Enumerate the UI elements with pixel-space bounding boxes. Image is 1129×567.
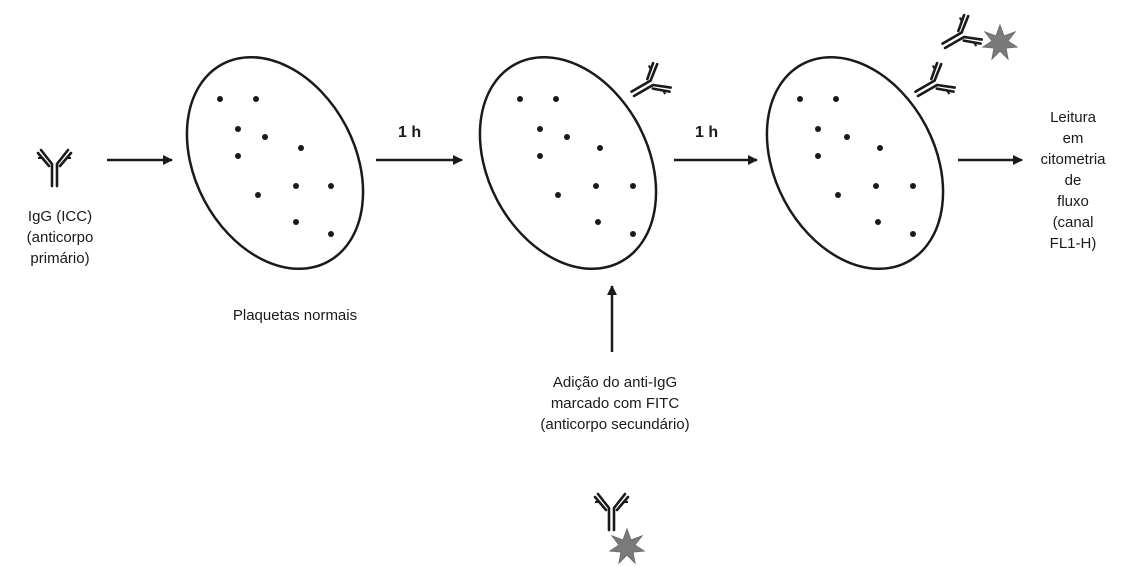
primary-antibody-icon: [38, 150, 71, 186]
secondary-antibody-label: Adição do anti-IgG marcado com FITC (ant…: [490, 372, 740, 435]
platelet-with-primary-antibody: [445, 27, 691, 300]
platelet-antigen-dots: [217, 96, 334, 237]
bound-primary-antibody-icon: [625, 62, 673, 109]
bound-secondary-antibody-icon: [936, 14, 984, 61]
secondary-antibody-icon: [595, 494, 628, 530]
incubation-step-2: 1 h: [695, 124, 718, 142]
readout-label: Leitura em citometria de fluxo (canal FL…: [1025, 107, 1121, 254]
platelet-with-labeled-antibodies: [732, 14, 1017, 300]
fitc-star-icon: [610, 529, 644, 563]
platelet-normal: [152, 27, 398, 300]
fitc-star-icon: [983, 25, 1017, 59]
incubation-step-1: 1 h: [398, 124, 421, 142]
platelets-label: Plaquetas normais: [190, 305, 400, 326]
bound-primary-antibody-icon: [909, 62, 957, 109]
primary-antibody-label: IgG (ICC) (anticorpo primário): [5, 206, 115, 269]
